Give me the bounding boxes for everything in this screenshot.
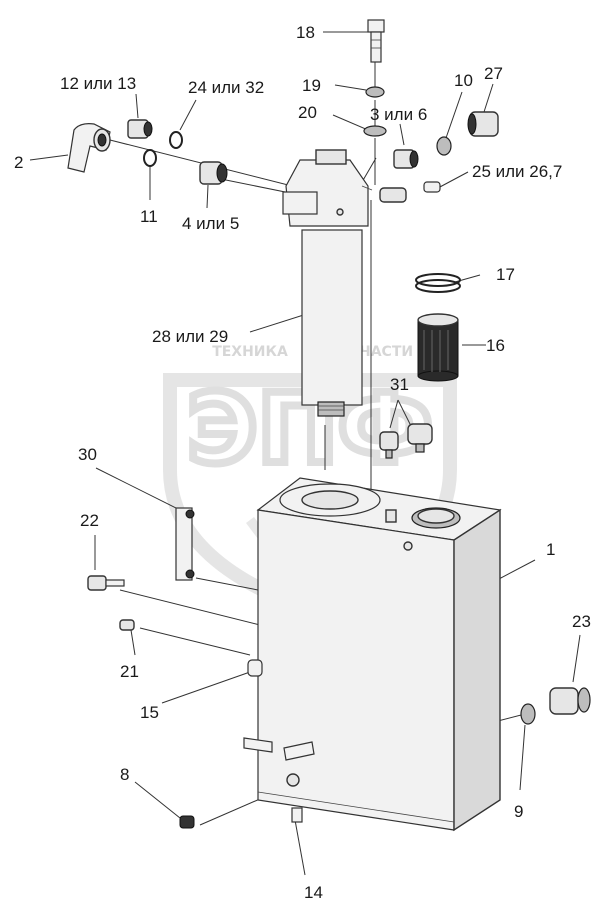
callout-8: 8 [120,765,129,784]
o-ring-11 [143,149,157,167]
callout-15: 15 [140,703,159,722]
washer-20 [363,125,387,137]
callout-17: 17 [496,265,515,284]
callout-2: 2 [14,153,23,172]
tank-body-1 [243,477,502,832]
callout-labels: 18 12 или 13 24 или 32 19 10 27 20 3 или… [14,23,591,902]
callout-19: 19 [302,76,321,95]
fitting-3-6 [393,149,419,169]
callout-30: 30 [78,445,97,464]
callout-12-13: 12 или 13 [60,74,136,93]
side-fitting-25-26-7 [379,181,441,203]
callout-9: 9 [514,802,523,821]
plug-21 [119,619,135,631]
adapter-12-13 [127,119,153,139]
callout-22: 22 [80,511,99,530]
ring-9 [520,703,536,725]
callout-23: 23 [572,612,591,631]
union-4-5 [199,161,228,185]
callout-4-5: 4 или 5 [182,214,239,233]
callout-21: 21 [120,662,139,681]
ring-10 [436,136,452,156]
fitting-23 [549,687,591,715]
callout-31: 31 [390,375,409,394]
callout-11: 11 [140,207,158,226]
watermark-caption-left: ТЕХНИКА [212,344,288,360]
callout-1: 1 [546,540,555,559]
callout-14: 14 [304,883,323,902]
plug-8 [179,815,195,829]
callout-24-32: 24 или 32 [188,78,264,97]
sight-glass-30 [175,507,195,581]
spring-ring-17 [415,273,461,293]
callout-16: 16 [486,336,505,355]
plugs-31 [379,423,433,459]
callout-18: 18 [296,23,315,42]
callout-3-6: 3 или 6 [370,105,427,124]
filter-element-16 [417,313,459,382]
callout-20: 20 [298,103,317,122]
callout-28-29: 28 или 29 [152,327,228,346]
callout-27: 27 [484,64,503,83]
callout-10: 10 [454,71,473,90]
fitting-22 [87,575,125,591]
nut-27 [467,111,499,137]
o-ring-24 [169,131,183,149]
filter-housing-28-29 [282,149,373,417]
callout-25-26-7: 25 или 26,7 [472,162,562,181]
elbow-fitting-2 [67,123,111,173]
bolt-18 [367,19,385,63]
washer-19 [365,86,385,98]
